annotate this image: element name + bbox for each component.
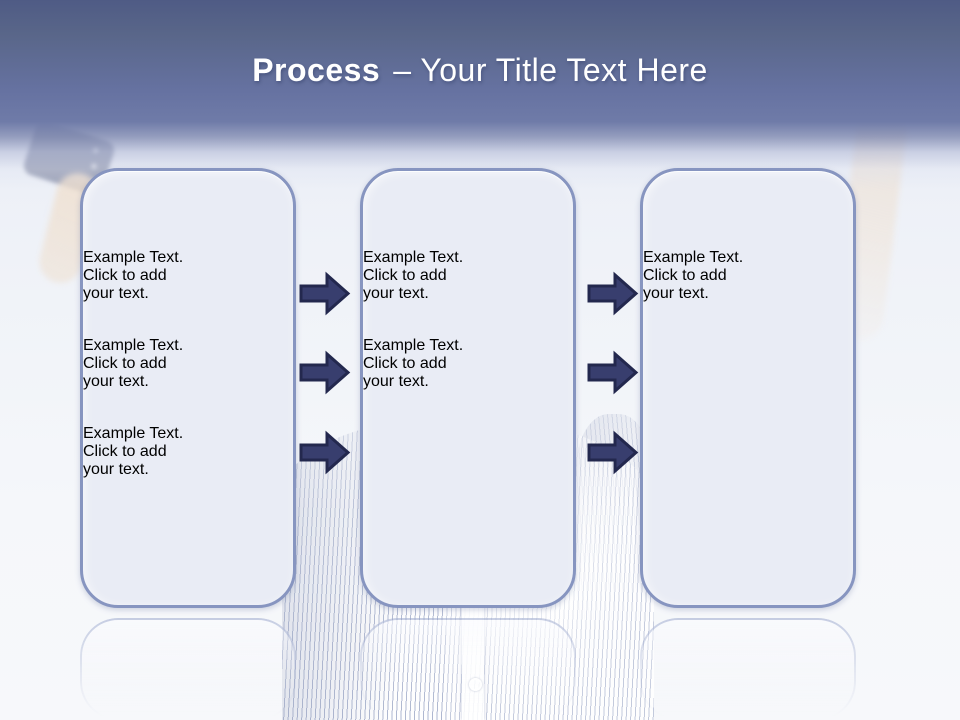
- text-line: Click to add: [83, 267, 167, 284]
- text-line: your text.: [643, 285, 709, 302]
- text-line: your text.: [363, 285, 429, 302]
- box-reflection: [80, 618, 296, 720]
- box-reflection: [640, 618, 856, 720]
- right-arrow-icon[interactable]: [299, 430, 351, 475]
- text-line: Example Text.: [363, 337, 464, 354]
- right-arrow-icon[interactable]: [587, 271, 639, 316]
- text-line: your text.: [83, 373, 149, 390]
- right-arrow-icon[interactable]: [587, 350, 639, 395]
- title-subtitle: – Your Title Text Here: [393, 52, 708, 88]
- slide-title[interactable]: Process – Your Title Text Here: [0, 52, 960, 89]
- process-box-2[interactable]: Example Text. Click to add your text. Ex…: [360, 168, 576, 608]
- title-keyword: Process: [252, 52, 381, 88]
- text-line: Example Text.: [83, 337, 184, 354]
- text-line: Click to add: [83, 443, 167, 460]
- right-arrow-icon[interactable]: [299, 350, 351, 395]
- text-line: Click to add: [363, 355, 447, 372]
- text-line: Click to add: [363, 267, 447, 284]
- title-band: Process – Your Title Text Here: [0, 0, 960, 190]
- text-line: Example Text.: [83, 249, 184, 266]
- text-line: Example Text.: [83, 425, 184, 442]
- text-line: Example Text.: [643, 249, 744, 266]
- text-line: Click to add: [83, 355, 167, 372]
- right-arrow-icon[interactable]: [587, 430, 639, 475]
- box-reflection: [360, 618, 576, 720]
- text-line: your text.: [363, 373, 429, 390]
- process-box-1[interactable]: Example Text. Click to add your text. Ex…: [80, 168, 296, 608]
- text-line: your text.: [83, 461, 149, 478]
- text-line: Example Text.: [363, 249, 464, 266]
- process-box-3[interactable]: Example Text. Click to add your text.: [640, 168, 856, 608]
- text-line: Click to add: [643, 267, 727, 284]
- text-line: your text.: [83, 285, 149, 302]
- right-arrow-icon[interactable]: [299, 271, 351, 316]
